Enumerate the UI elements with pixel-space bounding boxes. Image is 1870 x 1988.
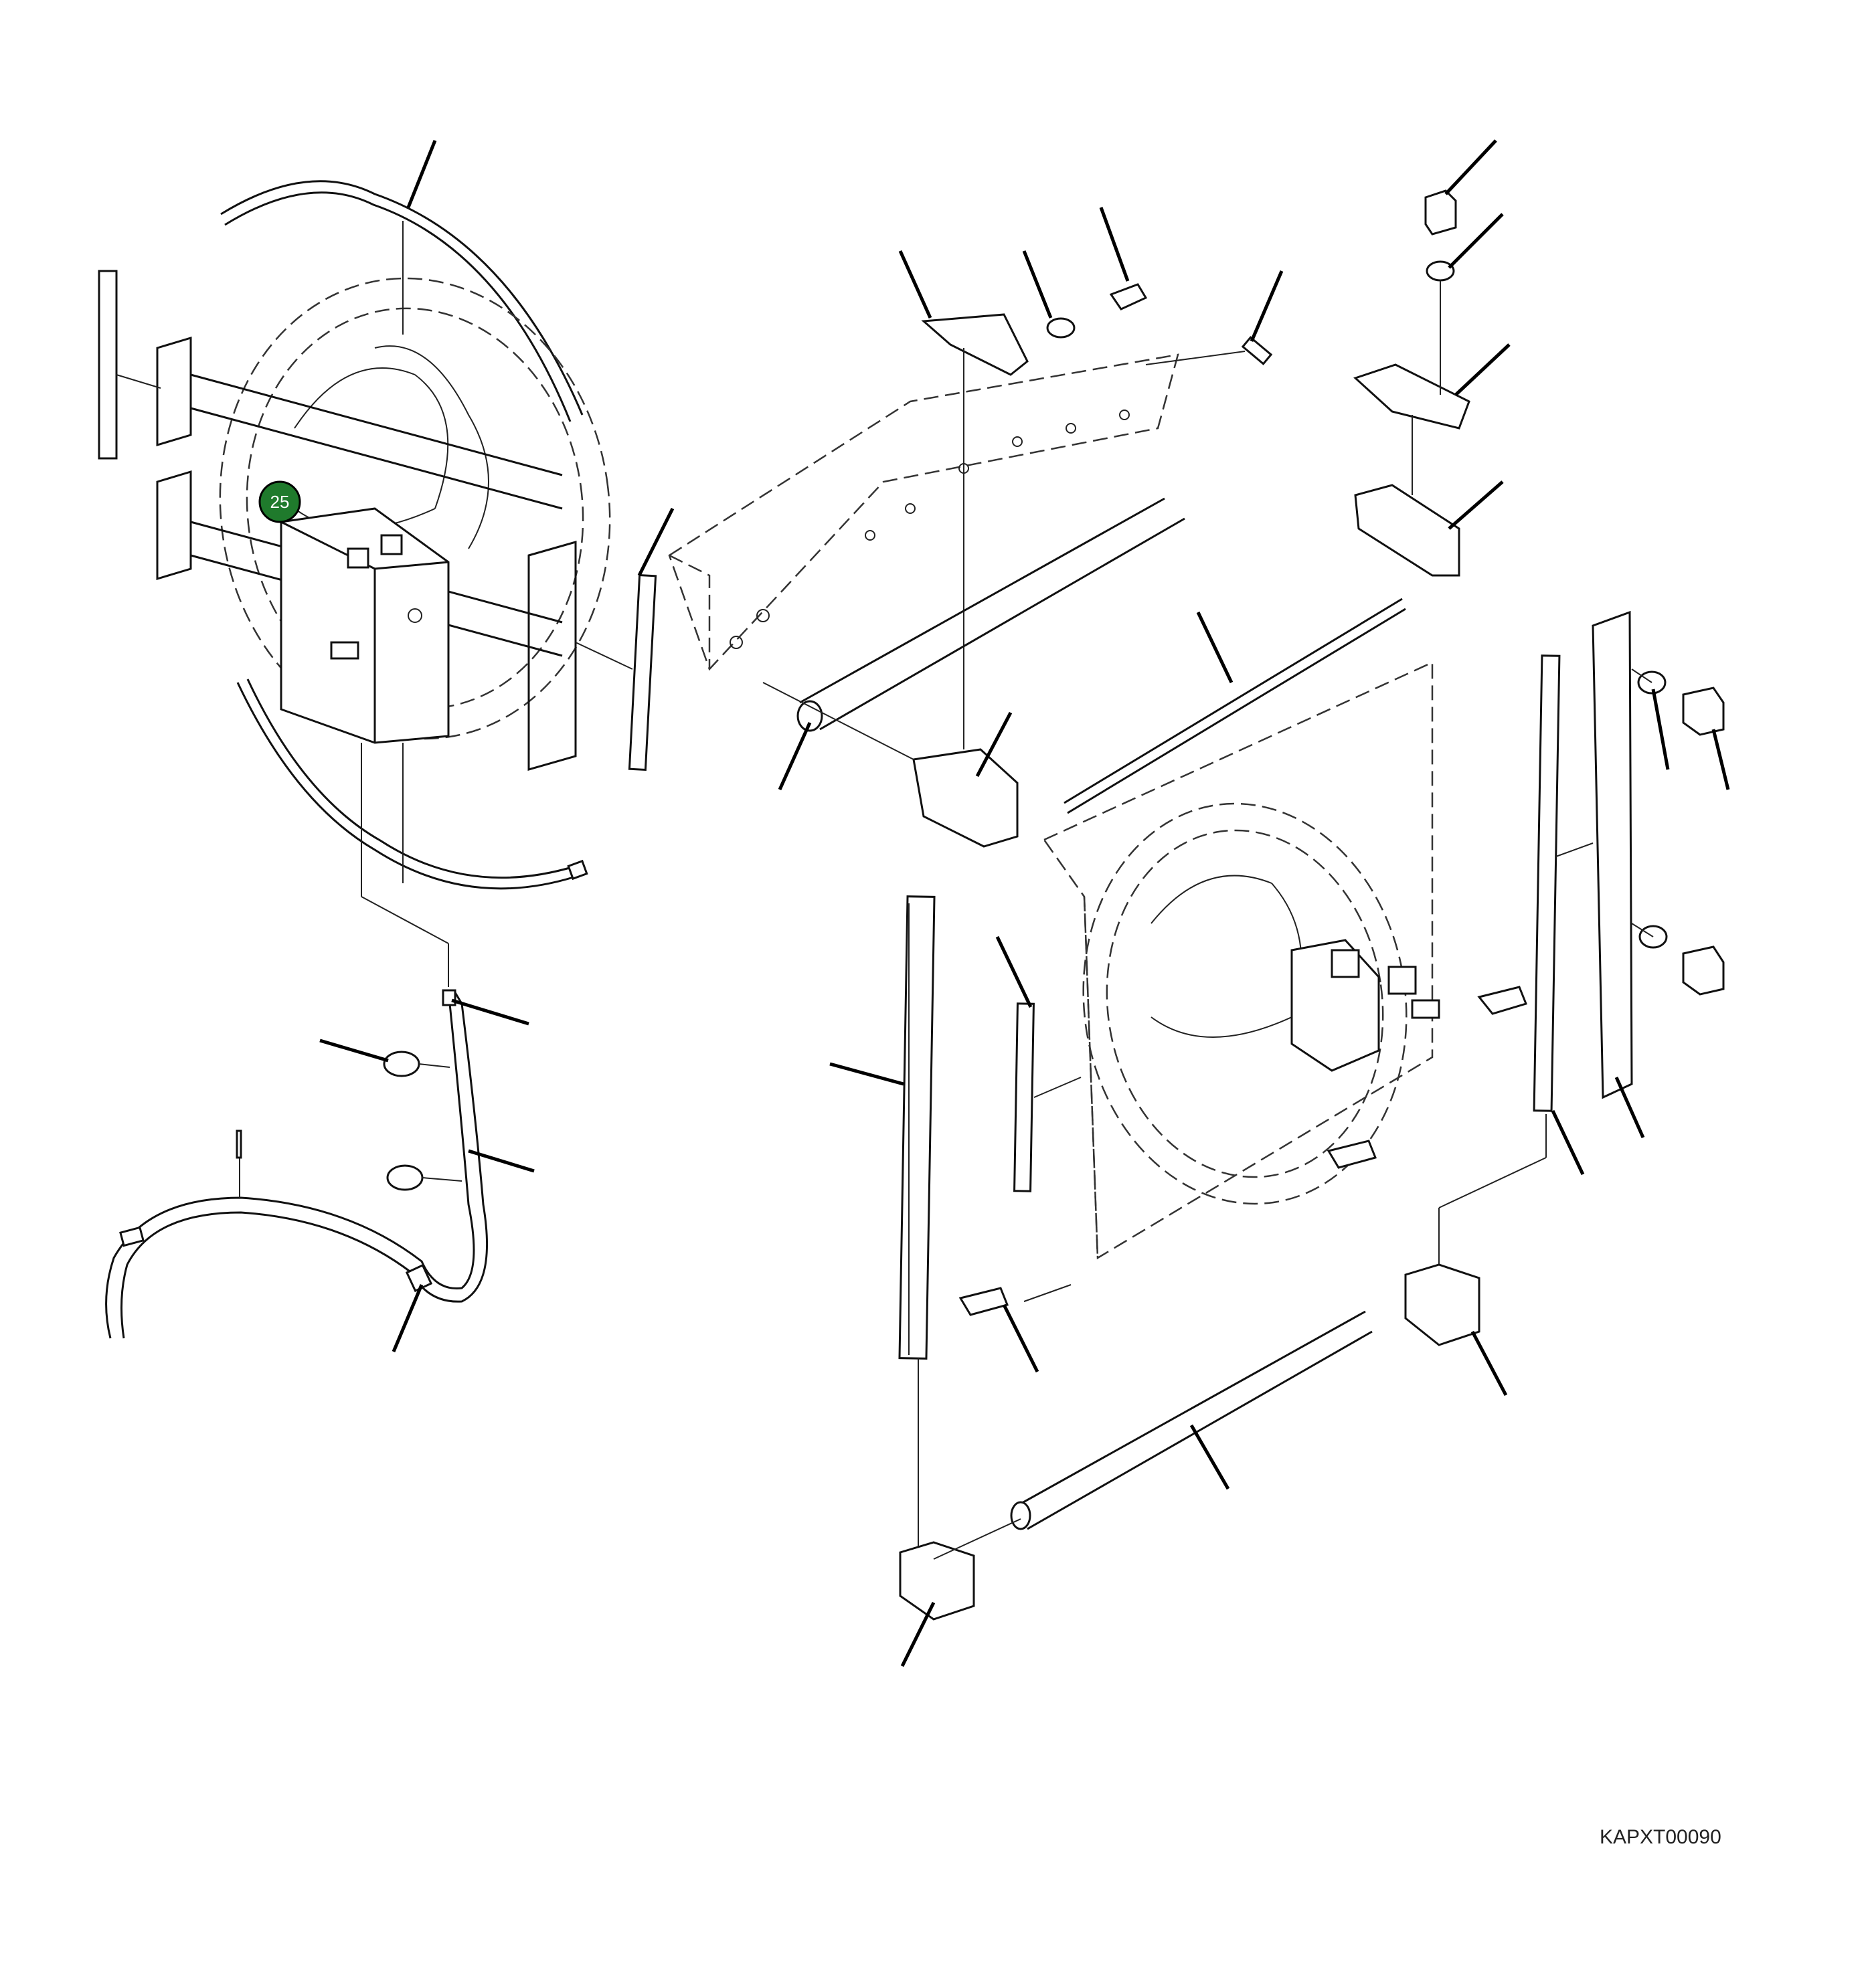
callout-circle[interactable] xyxy=(258,480,301,523)
bottom-tube-assembly xyxy=(899,1263,1480,1621)
drawing-id: KAPXT00090 xyxy=(1600,1826,1721,1848)
callout-label: 25 xyxy=(270,492,290,512)
hose-assembly xyxy=(105,989,489,1339)
left-fan-assembly xyxy=(98,180,657,987)
top-rail-assembly xyxy=(668,283,1273,848)
right-fan-assembly xyxy=(958,598,1528,1316)
leader-lines xyxy=(319,139,1730,1667)
right-edge-hardware xyxy=(1631,668,1725,996)
callout-25[interactable]: 25 xyxy=(258,480,301,523)
top-right-bolt-stack xyxy=(1353,189,1470,577)
vertical-strips xyxy=(898,610,1633,1559)
